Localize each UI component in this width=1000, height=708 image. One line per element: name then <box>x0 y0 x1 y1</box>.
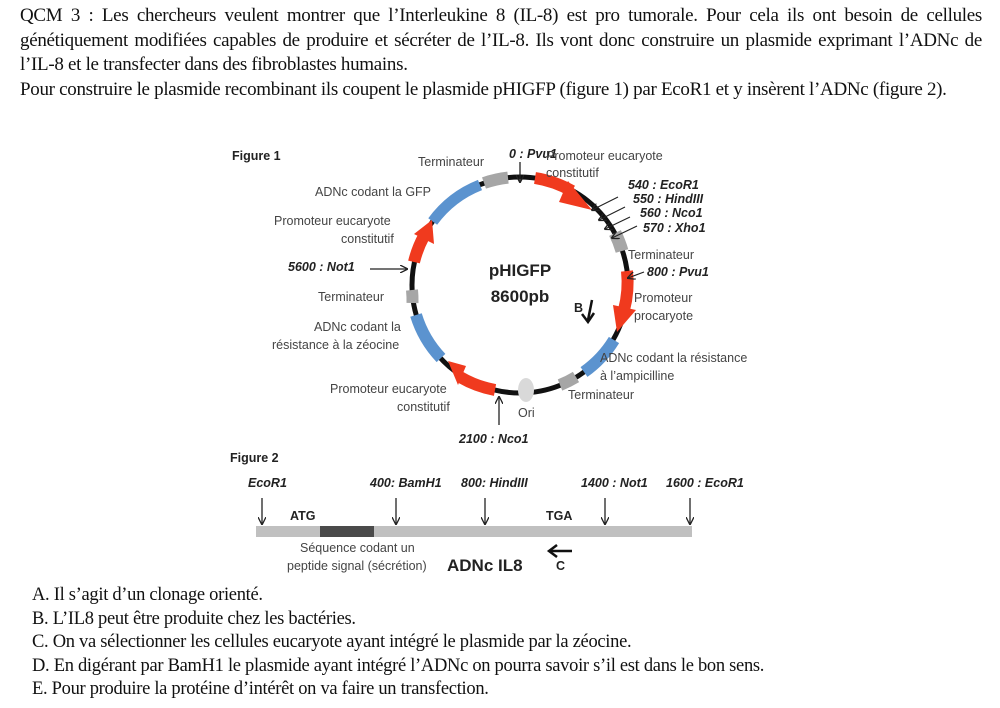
label-pvu1-0: 0 : Pvu1 <box>509 147 557 161</box>
tga-label: TGA <box>546 509 572 523</box>
figure-1: Figure 1 pHIGFP 8600pb <box>232 147 747 446</box>
plasmid-size: 8600pb <box>491 287 550 306</box>
answer-d[interactable]: D. En digérant par BamH1 le plasmide aya… <box>32 655 765 676</box>
label-promoter-euk-bottom-2: constitutif <box>397 400 450 414</box>
terminator-left <box>406 289 419 304</box>
label-terminator-left: Terminateur <box>318 290 384 304</box>
promoter-prokaryote <box>618 270 634 312</box>
label-promoter-euk-bottom-1: Promoteur eucaryote <box>330 382 447 396</box>
question-paragraph-1: QCM 3 : Les chercheurs veulent montrer q… <box>20 5 982 75</box>
amp-cdna-segment <box>580 336 620 377</box>
terminator-bottom <box>557 371 580 391</box>
label-not1-5600: 5600 : Not1 <box>288 260 355 274</box>
c-arrow-icon <box>546 544 558 558</box>
promoter-eukaryote-bottom <box>456 371 497 396</box>
label-promoter-euk-left-2: constitutif <box>341 232 394 246</box>
label-ori: Ori <box>518 406 535 420</box>
gfp-cdna-segment <box>428 179 483 225</box>
signal-peptide-segment <box>320 526 374 537</box>
label-zeocin-2: résistance à la zéocine <box>272 338 399 352</box>
site-hindiii: 800: HindIII <box>461 476 528 490</box>
figure-1-title: Figure 1 <box>232 149 281 163</box>
answer-b[interactable]: B. L’IL8 peut être produite chez les bac… <box>32 608 356 629</box>
ori <box>518 378 534 402</box>
signal-label-2: peptide signal (sécrétion) <box>287 559 427 573</box>
label-gfp: ADNc codant la GFP <box>315 185 431 199</box>
label-promoter-euk-top-2: constitutif <box>546 166 599 180</box>
cdna-il8-label: ADNc IL8 <box>447 556 523 575</box>
promoter-eukaryote-left <box>408 233 430 264</box>
promoter-left-arrowhead <box>414 220 434 244</box>
question-text: QCM 3 : Les chercheurs veulent montrer q… <box>20 4 982 102</box>
marker-b: B <box>574 301 583 315</box>
figure-2-title: Figure 2 <box>230 451 279 465</box>
plasmid-name: pHIGFP <box>489 261 551 280</box>
figure-2: Figure 2 EcoR1 400: BamH1 800: HindIII 1… <box>230 451 744 575</box>
promoter-prokaryote-arrowhead <box>613 305 636 332</box>
label-nco1-560: 560 : Nco1 <box>640 206 703 220</box>
label-terminator-right: Terminateur <box>628 248 694 262</box>
label-pvu1-800: 800 : Pvu1 <box>647 265 709 279</box>
answer-e[interactable]: E. Pour produire la protéine d’intérêt o… <box>32 679 489 699</box>
label-promoter-euk-left-1: Promoteur eucaryote <box>274 214 391 228</box>
terminator-top <box>482 171 509 189</box>
label-hindiii-550: 550 : HindIII <box>633 192 704 206</box>
site-ecor1-start: EcoR1 <box>248 476 287 490</box>
label-ecor1-540: 540 : EcoR1 <box>628 178 699 192</box>
label-promoter-euk-top-1: Promoteur eucaryote <box>546 149 663 163</box>
site-not1: 1400 : Not1 <box>581 476 648 490</box>
marker-c: C <box>556 559 565 573</box>
label-nco1-2100: 2100 : Nco1 <box>458 432 529 446</box>
label-amp-1: ADNc codant la résistance <box>600 351 747 365</box>
question-paragraph-2: Pour construire le plasmide recombinant … <box>20 78 947 100</box>
label-promoter-prok-2: procaryote <box>634 309 693 323</box>
label-promoter-prok-1: Promoteur <box>634 291 692 305</box>
label-terminator-top: Terminateur <box>418 155 484 169</box>
answer-list: A. Il s’agit d’un clonage orienté. B. L’… <box>32 584 982 702</box>
answer-c[interactable]: C. On va sélectionner les cellules eucar… <box>32 632 632 652</box>
il8-cdna-bar <box>256 526 692 537</box>
label-amp-2: à l’ampicilline <box>600 369 674 383</box>
atg-label: ATG <box>290 509 315 523</box>
site-bamh1: 400: BamH1 <box>369 476 442 490</box>
site-ecor1-end: 1600 : EcoR1 <box>666 476 744 490</box>
signal-label-1: Séquence codant un <box>300 541 415 555</box>
answer-a[interactable]: A. Il s’agit d’un clonage orienté. <box>32 585 263 605</box>
label-zeocin-1: ADNc codant la <box>314 320 401 334</box>
promoter-bottom-arrowhead <box>448 361 466 385</box>
b-arrow-icon <box>581 312 596 325</box>
zeocin-cdna-segment <box>410 313 446 363</box>
label-terminator-bottom: Terminateur <box>568 388 634 402</box>
label-xho1-570: 570 : Xho1 <box>643 221 706 235</box>
